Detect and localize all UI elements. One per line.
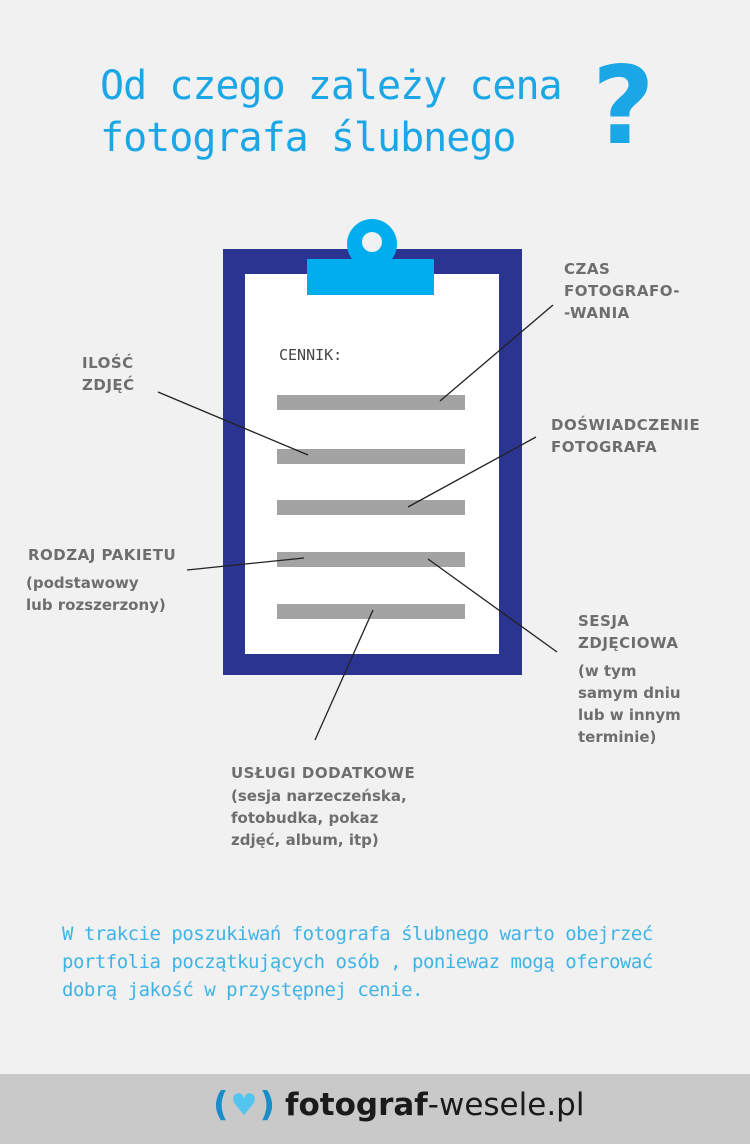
label-czas: CZAS FOTOGRAFO- -WANIA [564,258,680,324]
footer-bar [0,1074,750,1144]
label-uslugi-desc: (sesja narzeczeńska, fotobudka, pokaz zd… [231,785,407,851]
advice-note: W trakcie poszukiwań fotografa ślubnego … [62,923,653,1001]
label-text: ZDJĘĆ [82,376,135,394]
label-rodzaj: RODZAJ PAKIETU [28,546,177,564]
price-line-4 [277,552,465,567]
label-doswiadczenie: DOŚWIADCZENIE FOTOGRAFA [551,414,700,458]
label-text: SESJA [578,612,630,630]
price-line-3 [277,500,465,515]
label-text: (sesja narzeczeńska, [231,787,407,805]
brand-bold: fotograf [285,1087,428,1123]
price-list-heading: CENNIK: [279,346,343,364]
label-ilosc: ILOŚĆ ZDJĘĆ [82,352,135,396]
price-line-1 [277,395,465,410]
title-line-1: Od czego zależy cena [100,63,563,109]
connector-czas [439,304,554,402]
brand-logo[interactable]: (♥) fotograf-wesele.pl [213,1085,584,1125]
label-text: ZDJĘCIOWA [578,634,679,652]
label-sesja-desc: (w tym samym dniu lub w innym terminie) [578,660,681,748]
label-text: DOŚWIADCZENIE [551,416,701,434]
title-line-2: fotografa ślubnego [100,115,516,161]
label-text: ILOŚĆ [82,354,134,372]
label-text: FOTOGRAFO- [564,282,680,300]
connector-sesja [427,558,558,653]
label-text: lub rozszerzony) [26,596,166,614]
connector-uslugi [314,609,374,741]
clipboard-clip [307,259,434,295]
label-rodzaj-desc: (podstawowy lub rozszerzony) [26,572,166,616]
label-text: (w tym [578,662,637,680]
label-text: (podstawowy [26,574,139,592]
brand-name: fotograf-wesele.pl [285,1087,584,1123]
label-text: lub w innym [578,706,681,724]
label-uslugi: USŁUGI DODATKOWE [231,764,416,782]
label-text: -WANIA [564,304,630,322]
connector-rodzaj [186,557,305,571]
label-text: samym dniu [578,684,681,702]
connector-ilosc [157,391,309,456]
price-line-2 [277,449,465,464]
label-text: FOTOGRAFA [551,438,658,456]
label-text: fotobudka, pokaz [231,809,379,827]
brand-rest: -wesele.pl [427,1087,585,1123]
label-text: CZAS [564,260,611,278]
price-line-5 [277,604,465,619]
label-text: zdjęć, album, itp) [231,831,379,849]
question-mark: ? [592,44,655,169]
page-title: Od czego zależy cena fotografa ślubnego [100,60,563,164]
clipboard-paper [245,274,499,654]
label-text: terminie) [578,728,657,746]
label-sesja: SESJA ZDJĘCIOWA [578,610,678,654]
connector-doswiadczenie [407,436,537,508]
heart-bracket-icon: (♥) [213,1085,275,1125]
